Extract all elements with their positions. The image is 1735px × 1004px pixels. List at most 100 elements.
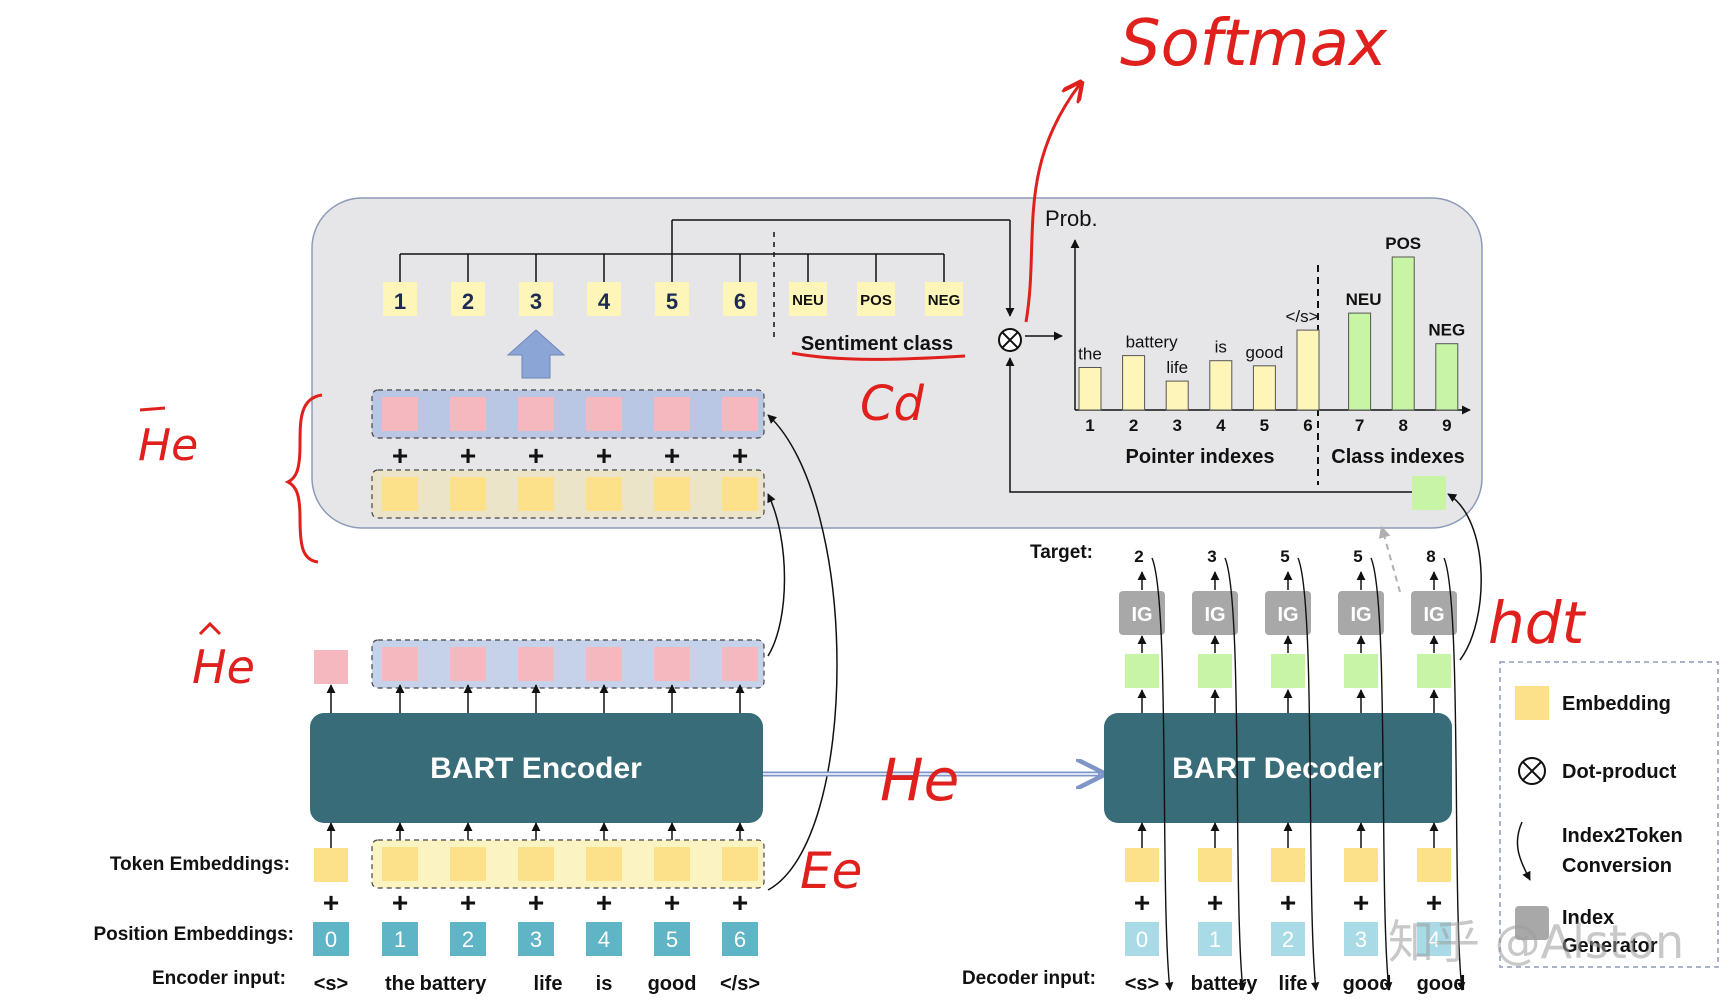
he-bar-annotation: He (138, 420, 198, 471)
bar-label-1: the (1078, 345, 1102, 364)
decoder-hidden-cell (1344, 654, 1378, 688)
bar-label-5: good (1245, 343, 1283, 362)
pointer-token-label: 6 (734, 289, 746, 314)
emb-cell-top (586, 477, 622, 511)
plus-sign: + (664, 440, 680, 471)
softmax-arrow (1024, 84, 1080, 323)
he-hat-cell (654, 647, 690, 681)
token-embeddings-label: Token Embeddings: (110, 854, 290, 875)
index2token-curve (1443, 557, 1466, 991)
ee-row (371, 839, 765, 889)
legend-index2token-label-1: Index2Token (1562, 825, 1683, 847)
bar-label-4: is (1215, 338, 1227, 357)
index-generator (1265, 591, 1311, 635)
position-label: 2 (462, 927, 474, 952)
plus-sign: + (1280, 887, 1296, 918)
legend-ig-swatch (1515, 906, 1549, 940)
pointer-token-label: 5 (666, 289, 678, 314)
position-box-4 (586, 922, 622, 956)
decoder-input-token: battery (1191, 973, 1259, 995)
bar-1 (1078, 367, 1102, 411)
bar-7 (1348, 312, 1372, 411)
decoder-emb-cell (1125, 848, 1159, 882)
x-tick-9: 9 (1442, 416, 1451, 435)
pointer-token-label: 4 (598, 289, 611, 314)
he-annotation: He (880, 746, 959, 814)
position-label: 5 (666, 927, 678, 952)
he-hat-cell (450, 647, 486, 681)
index-generator (1338, 591, 1384, 635)
he-bar-cell (382, 397, 418, 431)
decoder-emb-cell (1417, 848, 1451, 882)
plus-row-top: ++++++ (392, 440, 748, 471)
bar-3 (1165, 380, 1189, 411)
he-bar-cell (654, 397, 690, 431)
pointer-token-1 (383, 282, 417, 316)
index2token-curve (1151, 557, 1174, 991)
decoder-emb-cell (1344, 848, 1378, 882)
plus-sign: + (460, 887, 476, 918)
plus-sign: + (732, 440, 748, 471)
x-tick-6: 6 (1303, 416, 1312, 435)
he-hat-to-pink-curve (767, 493, 786, 657)
encoder-input-token: <s> (314, 973, 348, 995)
legend-embedding-label: Embedding (1562, 693, 1671, 715)
pointer-token-3 (519, 282, 553, 316)
target-token: 2 (1134, 547, 1143, 566)
class-token-neg (925, 282, 963, 316)
decoder-input-label: Decoder input: (962, 968, 1096, 989)
decoder-position-box-0 (1125, 922, 1159, 956)
encoder-input-label: Encoder input: (152, 968, 286, 989)
pointer-token-6 (723, 282, 757, 316)
decoder-hidden-cell (1417, 654, 1451, 688)
plus-sign: + (1353, 887, 1369, 918)
x-tick-4: 4 (1216, 416, 1226, 435)
sentiment-underline (791, 351, 966, 361)
position-box-2 (450, 922, 486, 956)
decoder-position-label: 0 (1136, 927, 1148, 952)
bar-4 (1209, 360, 1233, 411)
index-generator (1411, 591, 1457, 635)
pink-squares (382, 397, 758, 431)
hdt-curve (1447, 493, 1482, 661)
position-box-1 (382, 922, 418, 956)
legend-index2token-icon (1516, 821, 1531, 881)
index-generator (1192, 591, 1238, 635)
legend-index2token-label-2: Conversion (1562, 855, 1672, 877)
pointer-token-label: 3 (530, 289, 542, 314)
decoder-emb-cell (1271, 848, 1305, 882)
class-axis-label: Class indexes (1331, 446, 1464, 468)
he-hat-cell (518, 647, 554, 681)
bar-label-2: battery (1126, 333, 1178, 352)
legend-dot-product-cross (1522, 761, 1542, 781)
ig-label: IG (1350, 604, 1371, 626)
legend-dot-product-label: Dot-product (1562, 761, 1677, 783)
bar-label-8: POS (1385, 234, 1421, 253)
bar-label-7: NEU (1346, 290, 1382, 309)
plus-sign: + (392, 887, 408, 918)
legend-embedding-swatch (1515, 686, 1549, 720)
decoder-position-box-2 (1271, 922, 1305, 956)
decoder-hidden-row (1125, 654, 1451, 713)
decoder-input-token: good (1417, 973, 1466, 995)
plus-sign: + (392, 440, 408, 471)
encoder-input-token: battery (420, 973, 488, 995)
decoder-hidden-cell (1271, 654, 1305, 688)
he-hat-squares (382, 647, 758, 681)
pointer-token-4 (587, 282, 621, 316)
ig-label: IG (1204, 604, 1225, 626)
emb-cell-top (518, 477, 554, 511)
position-box-3 (518, 922, 554, 956)
bar-label-9: NEG (1428, 321, 1465, 340)
brace-annotation (284, 393, 323, 564)
bart-decoder-title: BART Decoder (1172, 752, 1384, 785)
cd-annotation: Cd (860, 376, 925, 432)
target-token: 5 (1280, 547, 1289, 566)
bart-decoder-box (1104, 713, 1452, 823)
plus-sign: + (323, 887, 339, 918)
he-hat-cell (722, 647, 758, 681)
decoder-position-label: 3 (1355, 927, 1367, 952)
